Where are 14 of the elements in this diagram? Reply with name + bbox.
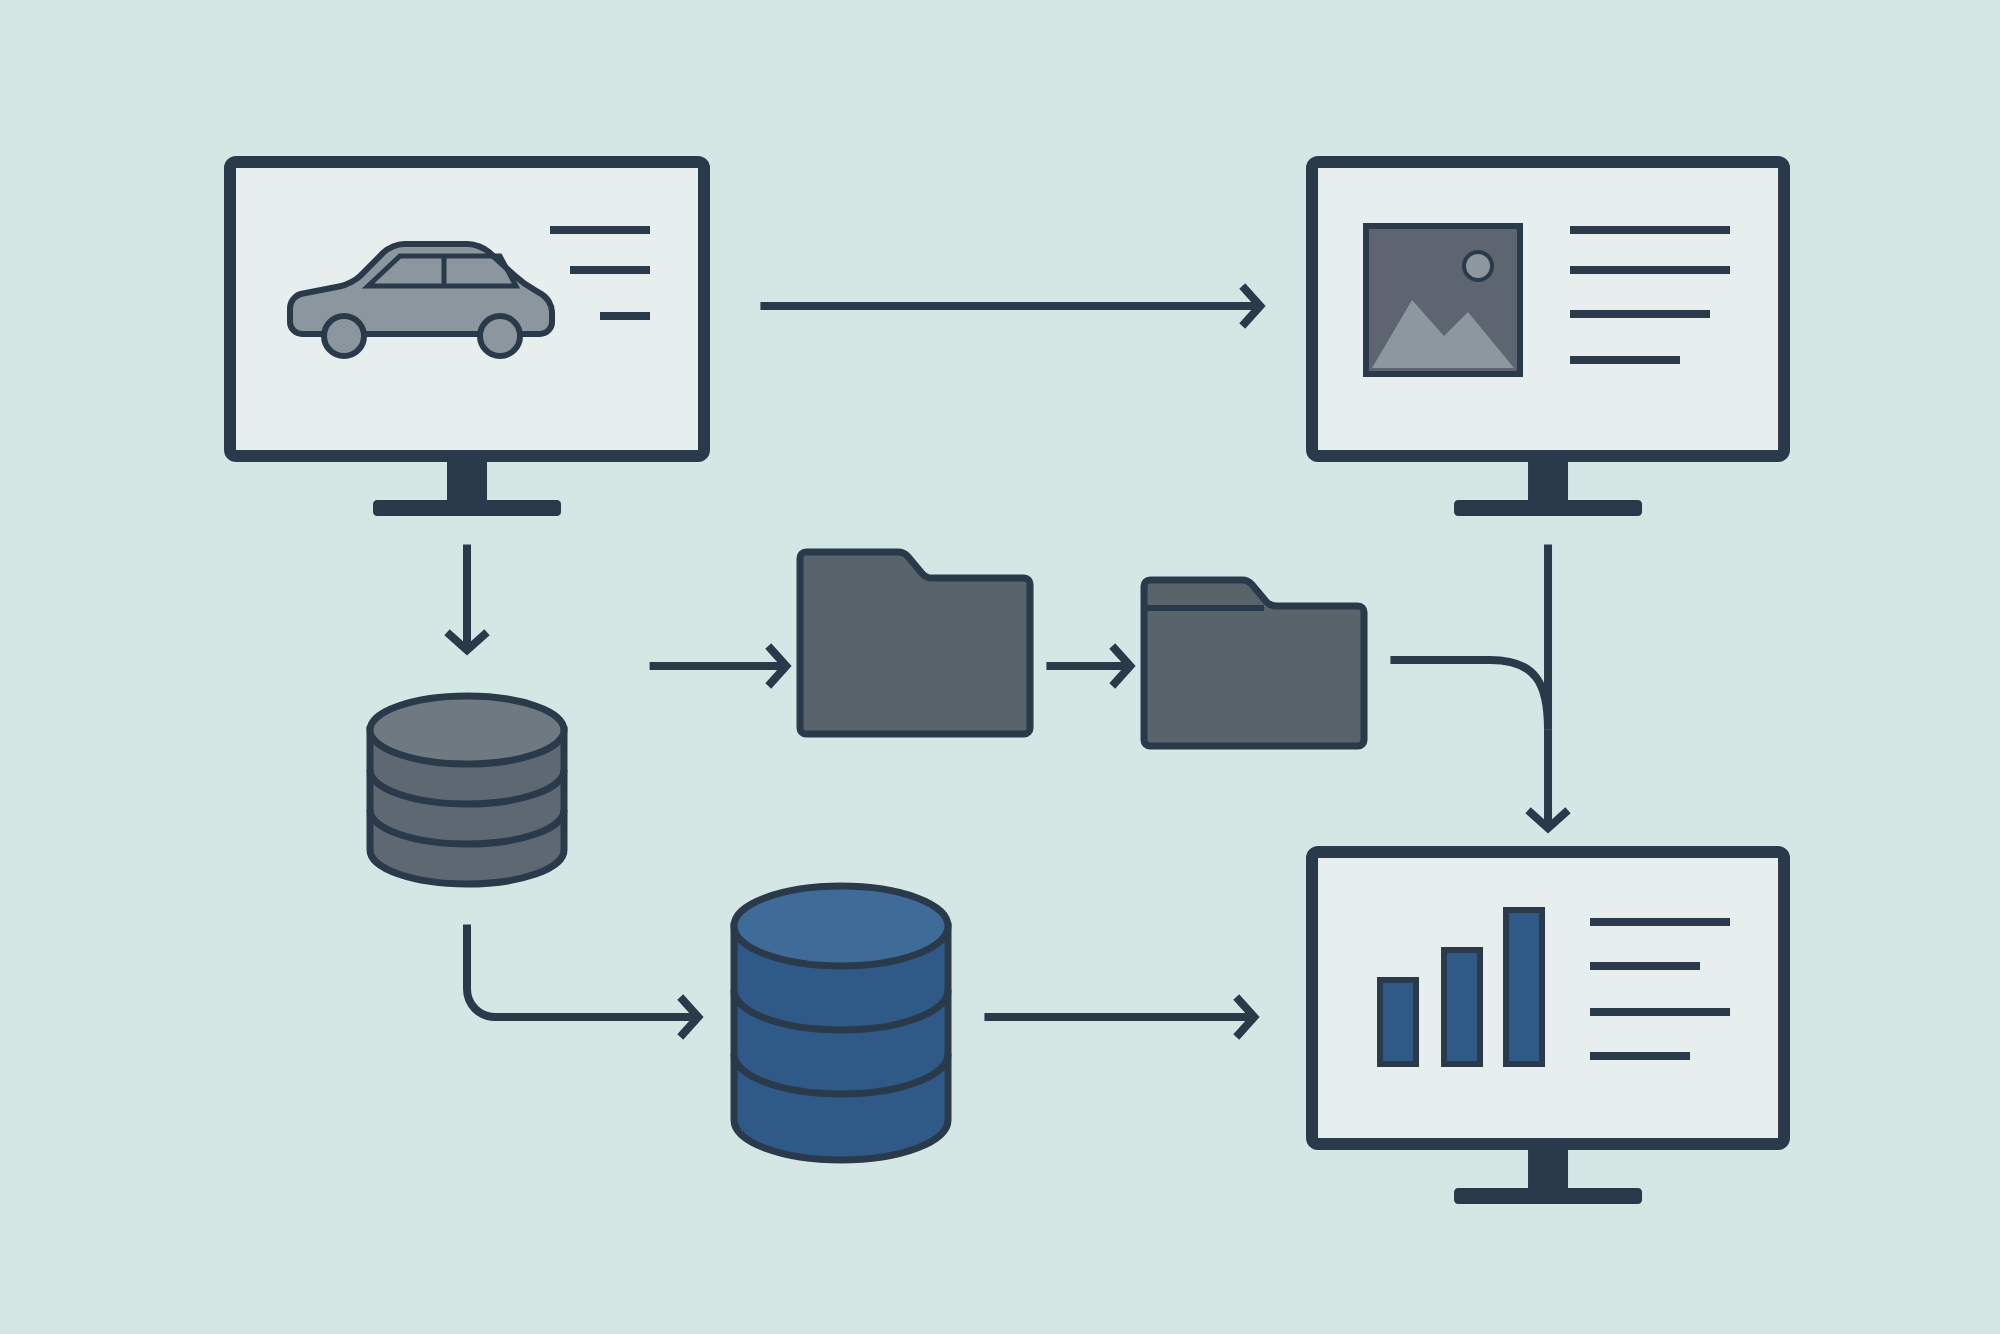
arrow	[444, 544, 490, 656]
arrow	[1046, 643, 1136, 689]
arrow	[1525, 729, 1571, 834]
database-drawing	[730, 882, 952, 1164]
monitor-drawing	[224, 156, 710, 516]
monitor-drawing	[1306, 846, 1791, 1204]
arrow	[649, 643, 792, 689]
arrow	[760, 283, 1266, 329]
folder-drawing	[796, 548, 1034, 738]
arrow	[984, 994, 1260, 1040]
arrow	[463, 924, 704, 1040]
folder-drawing	[1140, 576, 1368, 750]
database-drawing	[366, 692, 568, 888]
monitor-drawing	[1306, 156, 1791, 516]
